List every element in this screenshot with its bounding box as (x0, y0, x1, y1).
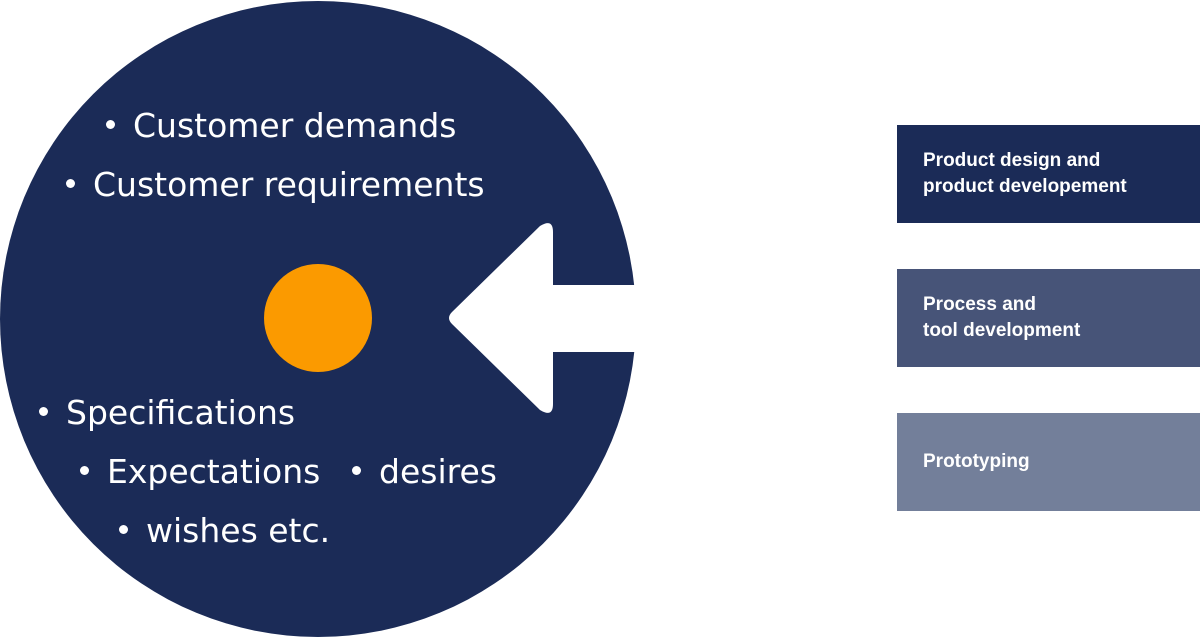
box-label-line1: Prototyping (923, 451, 1030, 472)
item-label: wishes etc. (146, 511, 331, 550)
box-process-tool: Process and tool development (897, 269, 1200, 367)
bullet-icon (106, 120, 115, 129)
box-label-line1: Product design and (923, 150, 1101, 171)
item-label: Customer requirements (93, 165, 485, 204)
box-product-design: Product design and product developement (897, 125, 1200, 223)
item-expectations: Expectations (80, 455, 320, 488)
box-prototyping: Prototyping (897, 413, 1200, 511)
bullet-icon (39, 407, 48, 416)
item-specifications: Specifications (39, 396, 295, 429)
left-arrow-icon (449, 223, 640, 413)
item-customer-demands: Customer demands (106, 109, 456, 142)
bullet-icon (66, 179, 75, 188)
bullet-icon (352, 466, 361, 475)
item-wishes: wishes etc. (119, 514, 330, 547)
box-label-line1: Process and (923, 294, 1036, 315)
item-customer-requirements: Customer requirements (66, 168, 485, 201)
bullet-icon (119, 525, 128, 534)
center-dot (264, 264, 372, 372)
box-label-line2: tool development (923, 320, 1081, 341)
box-label-line2: product developement (923, 176, 1127, 197)
bullet-icon (80, 466, 89, 475)
item-label: Customer demands (133, 106, 457, 145)
item-label: desires (379, 452, 497, 491)
item-label: Specifications (66, 393, 296, 432)
item-label: Expectations (107, 452, 321, 491)
item-desires: desires (352, 455, 497, 488)
